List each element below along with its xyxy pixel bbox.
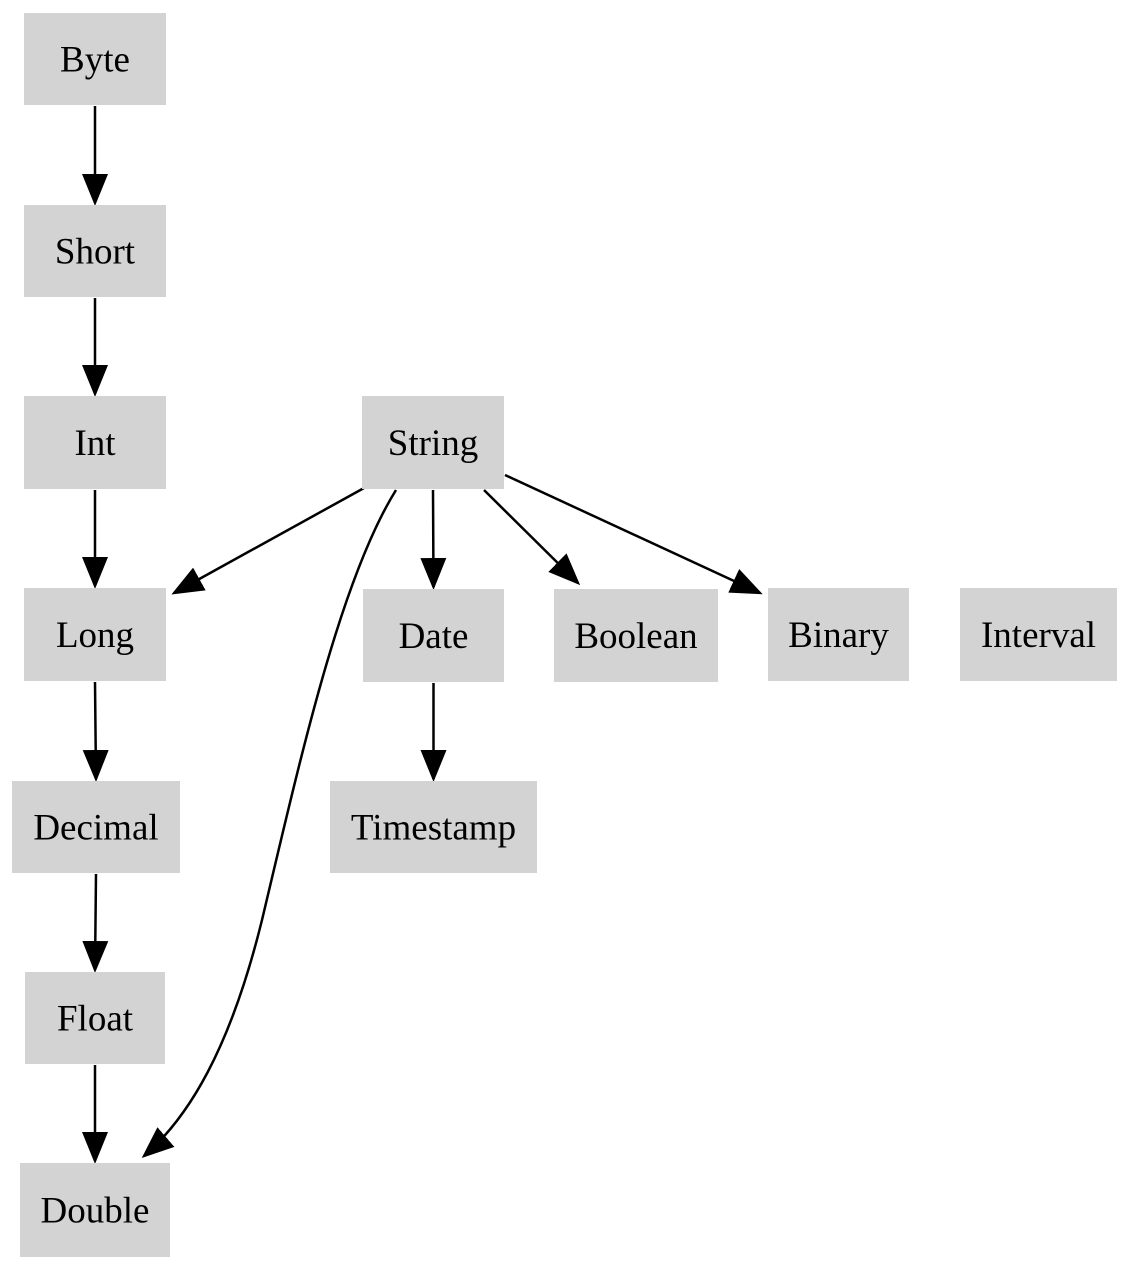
edge-decimal-to-float	[82, 873, 109, 973]
node-boolean: Boolean	[554, 589, 718, 682]
node-decimal-label: Decimal	[33, 808, 158, 849]
edge-string-to-double	[141, 489, 398, 1158]
edges-layer	[82, 106, 763, 1164]
node-long-label: Long	[56, 615, 134, 656]
node-double: Double	[20, 1163, 170, 1257]
node-short-label: Short	[55, 232, 136, 273]
node-binary-box	[768, 588, 909, 681]
node-date-box	[363, 589, 504, 682]
node-short-box	[24, 205, 166, 297]
node-string: String	[362, 396, 504, 489]
edge-long-to-decimal	[82, 681, 109, 782]
node-float-label: Float	[57, 999, 134, 1040]
node-binary-label: Binary	[788, 615, 889, 656]
node-timestamp-label: Timestamp	[351, 808, 516, 849]
node-byte-label: Byte	[60, 40, 130, 81]
node-long-box	[24, 588, 166, 681]
node-decimal: Decimal	[12, 781, 180, 873]
node-interval-box	[960, 588, 1117, 681]
node-binary: Binary	[768, 588, 909, 681]
node-decimal-box	[12, 781, 180, 873]
node-byte-box	[24, 13, 166, 105]
edge-string-to-date	[420, 489, 447, 590]
node-timestamp: Timestamp	[330, 781, 537, 873]
node-date-label: Date	[399, 616, 469, 657]
node-int-box	[24, 396, 166, 489]
edge-string-to-long	[171, 486, 365, 595]
node-int: Int	[24, 396, 166, 489]
node-boolean-box	[554, 589, 718, 682]
edge-string-to-boolean	[483, 489, 581, 586]
node-string-label: String	[388, 423, 478, 464]
node-date: Date	[363, 589, 504, 682]
node-double-box	[20, 1163, 170, 1257]
node-double-label: Double	[41, 1191, 150, 1232]
node-interval: Interval	[960, 588, 1117, 681]
node-string-box	[362, 396, 504, 489]
edge-string-to-binary	[504, 473, 763, 595]
node-float: Float	[25, 972, 165, 1064]
node-long: Long	[24, 588, 166, 681]
node-byte: Byte	[24, 13, 166, 105]
node-timestamp-box	[330, 781, 537, 873]
node-int-label: Int	[74, 423, 116, 464]
node-float-box	[25, 972, 165, 1064]
node-short: Short	[24, 205, 166, 297]
node-interval-label: Interval	[981, 615, 1096, 656]
node-boolean-label: Boolean	[574, 616, 697, 657]
